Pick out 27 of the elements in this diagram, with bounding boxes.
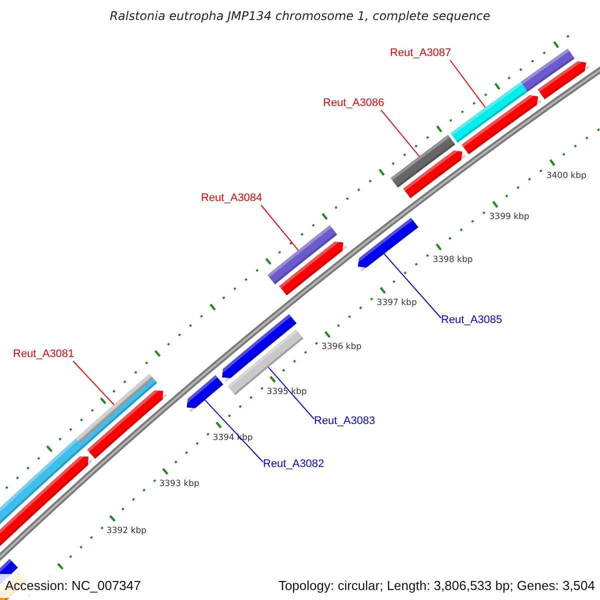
gene-label: Reut_A3083 xyxy=(314,414,376,428)
tick-label: 3393 kbp xyxy=(159,479,200,490)
gene-label: Reut_A3087 xyxy=(390,46,452,60)
gene-label: Reut_A3084 xyxy=(201,191,262,205)
title: Ralstonia eutropha JMP134 chromosome 1, complete sequence xyxy=(108,9,492,23)
tick-label: 3392 kbp xyxy=(106,526,146,538)
tick-label: 3398 kbp xyxy=(432,254,473,266)
leader-line xyxy=(260,204,299,251)
gene-feature xyxy=(390,134,456,188)
tick-label: 3397 kbp xyxy=(376,298,417,310)
tick-label: 3396 kbp xyxy=(321,342,362,354)
leader-line xyxy=(380,110,420,157)
gene-label: Reut_A3081 xyxy=(13,347,74,361)
gene-feature xyxy=(267,225,338,284)
leader-line xyxy=(204,399,264,462)
gene-feature xyxy=(76,374,154,443)
gene-label: Reut_A3085 xyxy=(441,313,502,327)
gene-label: Reut_A3086 xyxy=(323,96,384,110)
leader-line xyxy=(268,366,314,420)
leader-line xyxy=(384,253,442,318)
tick-label: 3400 kbp xyxy=(546,170,586,182)
leader-line xyxy=(450,60,486,108)
tick-label: 3399 kbp xyxy=(489,212,530,224)
tick-label: 3395 kbp xyxy=(266,387,307,398)
gene-feature xyxy=(450,82,528,143)
gene-label: Reut_A3082 xyxy=(263,457,324,471)
leader-line xyxy=(72,360,114,406)
